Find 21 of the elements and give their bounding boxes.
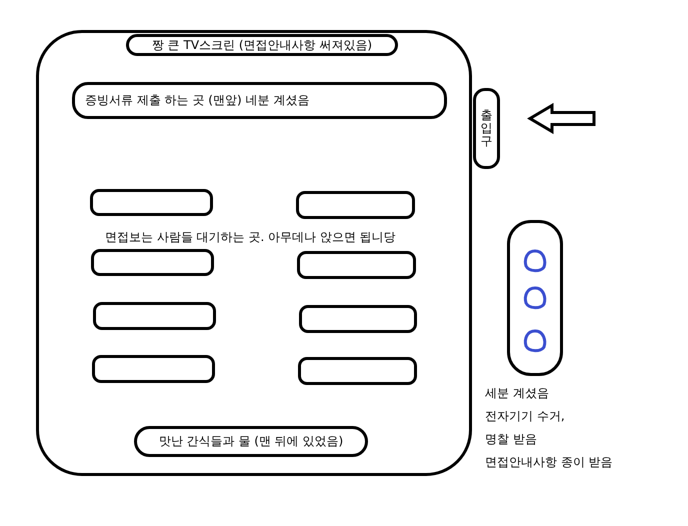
- side-note: 세분 계셨음: [485, 385, 550, 402]
- bench-bar: [93, 302, 216, 330]
- side-note: 면접안내사항 종이 받음: [485, 454, 613, 471]
- area-box: 맛난 간식들과 물 (맨 뒤에 있었음): [134, 426, 368, 457]
- entrance-label: 출입구: [480, 108, 492, 148]
- bench-bar: [297, 251, 416, 279]
- side-note: 명찰 받음: [485, 431, 538, 448]
- desk-box: [507, 220, 563, 376]
- area-box: 증빙서류 제출 하는 곳 (맨앞) 네분 계셨음: [72, 82, 447, 119]
- bench-bar: [299, 305, 417, 333]
- entrance-box: [473, 88, 500, 169]
- bench-bar: [296, 191, 415, 219]
- bench-bar: [92, 355, 215, 383]
- bench-bar: [298, 357, 417, 385]
- area-box: 짱 큰 TV스크린 (면접안내사항 써져있음): [126, 34, 398, 56]
- bench-bar: [91, 249, 214, 276]
- side-note: 전자기기 수거,: [485, 408, 566, 425]
- block-arrow: [527, 102, 596, 134]
- room-outline: [36, 30, 472, 476]
- bench-bar: [90, 189, 213, 216]
- room-note: 면접보는 사람들 대기하는 곳. 아무데나 앉으면 됩니당: [105, 229, 396, 246]
